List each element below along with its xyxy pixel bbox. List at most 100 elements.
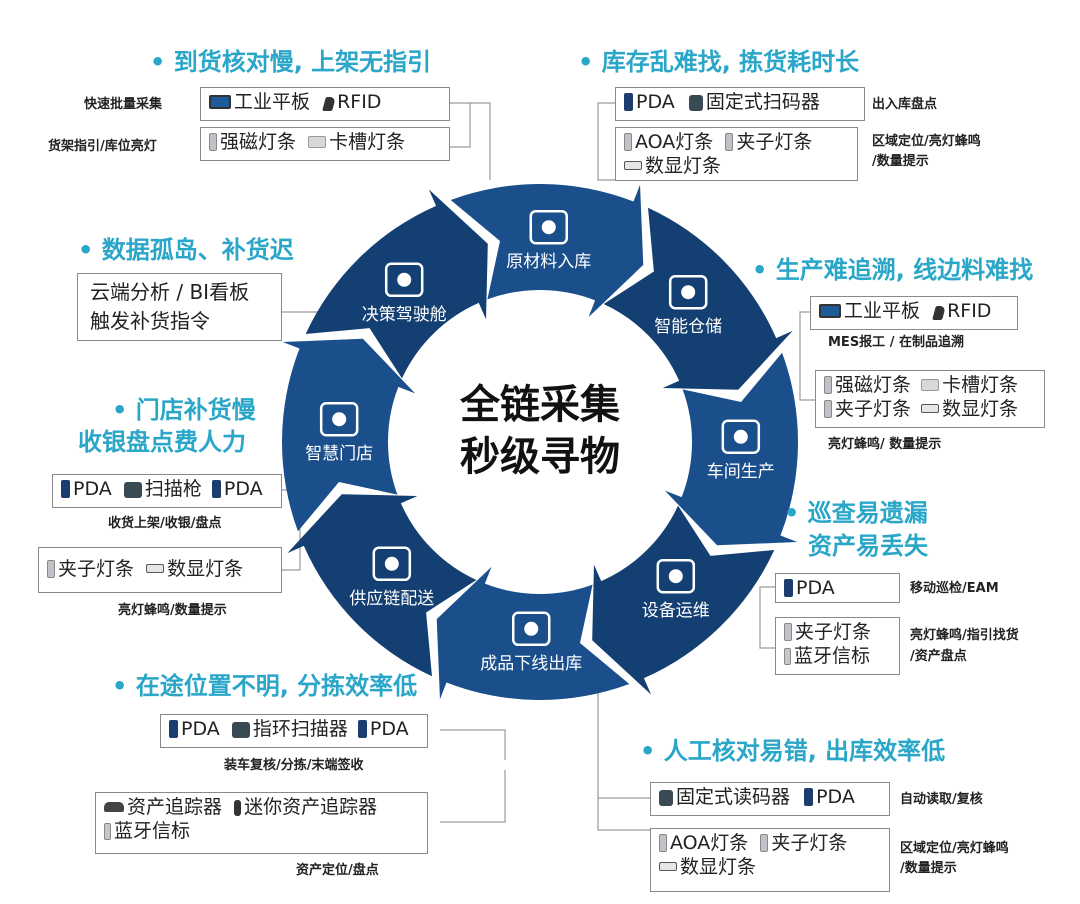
ring-segment-label: 设备运维 bbox=[642, 601, 710, 621]
pda-icon bbox=[624, 93, 633, 111]
device-box-production-1: 工业平板 RFID bbox=[810, 296, 1018, 330]
device-label: 迷你资产追踪器 bbox=[244, 796, 378, 818]
pda-icon bbox=[61, 480, 70, 498]
center-title-line1: 全链采集 bbox=[459, 382, 620, 428]
connector-mr bbox=[799, 311, 815, 401]
clip-light-bar-icon bbox=[824, 400, 832, 418]
device-label: PDA bbox=[181, 718, 220, 740]
bluetooth-beacon-icon bbox=[784, 648, 791, 665]
pda-icon bbox=[357, 720, 367, 738]
ring-segment bbox=[664, 352, 798, 546]
device-label: 蓝牙信标 bbox=[794, 645, 871, 667]
ring-segment bbox=[603, 207, 793, 390]
device-label: 扫描枪 bbox=[144, 478, 202, 500]
pda-icon bbox=[211, 480, 221, 498]
clip-light-bar-icon bbox=[47, 560, 55, 578]
mini-asset-tracker-icon bbox=[234, 800, 242, 816]
pain-title-production: • 生产难追溯, 线边料难找 bbox=[752, 256, 1034, 284]
function-label: 收货上架/收银/盘点 bbox=[108, 516, 222, 531]
function-label: 亮灯蜂鸣/数量提示 bbox=[118, 603, 227, 618]
analytics-line: 触发补货指令 bbox=[90, 309, 210, 333]
device-label: 夹子灯条 bbox=[795, 621, 872, 643]
ring-segment bbox=[592, 505, 775, 695]
function-label: 货架指引/库位亮灯 bbox=[48, 139, 157, 154]
digital-display-bar-icon bbox=[659, 862, 677, 871]
connector-bl-2 bbox=[440, 770, 506, 823]
pda-icon bbox=[169, 720, 178, 738]
clip-light-bar-icon bbox=[760, 834, 769, 852]
pda-icon bbox=[804, 788, 814, 806]
pain-title-outbound: • 人工核对易错, 出库效率低 bbox=[640, 737, 946, 765]
function-label: /资产盘点 bbox=[910, 649, 967, 664]
device-box-logistics-1: PDA 指环扫描器 PDA bbox=[160, 714, 428, 748]
device-box-inbound-2: 强磁灯条 卡槽灯条 bbox=[200, 127, 450, 161]
ring-segment-label: 车间生产 bbox=[707, 462, 775, 482]
function-label: 亮灯蜂鸣/指引找货 bbox=[910, 628, 1019, 643]
analytics-line: 云端分析 / BI看板 bbox=[90, 280, 250, 304]
device-label: 工业平板 bbox=[234, 91, 311, 113]
fixed-scanner-icon bbox=[688, 95, 703, 111]
pain-title-store-1: • 门店补货慢 bbox=[112, 396, 256, 424]
device-label: PDA bbox=[636, 91, 675, 113]
ring-segment-label: 决策驾驶舱 bbox=[362, 305, 447, 325]
ring-segment bbox=[305, 189, 488, 379]
factory-line-icon bbox=[721, 419, 761, 455]
device-label: PDA bbox=[73, 478, 112, 500]
device-label: 卡槽灯条 bbox=[942, 374, 1019, 396]
connector-bl bbox=[440, 729, 506, 760]
device-box-outbound-1: 固定式读码器 PDA bbox=[650, 782, 890, 816]
device-label: 夹子灯条 bbox=[771, 832, 848, 854]
slot-light-bar-icon bbox=[308, 136, 327, 148]
ring-segment-label: 成品下线出库 bbox=[480, 654, 582, 674]
pain-title-decision: • 数据孤岛、补货迟 bbox=[78, 236, 294, 264]
device-label: 夹子灯条 bbox=[736, 131, 813, 153]
globe-network-icon bbox=[319, 401, 359, 437]
function-label: 出入库盘点 bbox=[872, 97, 938, 112]
device-label: 固定式读码器 bbox=[676, 786, 791, 808]
atom-icon bbox=[656, 558, 696, 594]
connector-r2 bbox=[759, 586, 775, 649]
device-label: 资产追踪器 bbox=[127, 796, 223, 818]
device-box-maintenance-2: 夹子灯条 蓝牙信标 bbox=[775, 617, 900, 675]
device-box-storage-2: AOA灯条 夹子灯条 数显灯条 bbox=[615, 127, 858, 181]
ring-segment-label: 智慧门店 bbox=[305, 444, 373, 464]
slot-light-bar-icon bbox=[921, 379, 940, 391]
device-label: 强磁灯条 bbox=[220, 131, 297, 153]
device-label: AOA灯条 bbox=[635, 131, 714, 153]
globe-pin-icon bbox=[372, 546, 412, 582]
device-label: 固定式扫码器 bbox=[705, 91, 820, 113]
connector-tl bbox=[450, 102, 491, 180]
digital-display-bar-icon bbox=[921, 404, 940, 413]
device-label: PDA bbox=[223, 478, 263, 500]
magnetic-light-bar-icon bbox=[209, 133, 217, 151]
magnetic-light-bar-icon bbox=[824, 376, 832, 394]
function-label: 装车复核/分拣/末端签收 bbox=[224, 758, 364, 773]
truck-warehouse-icon bbox=[529, 209, 569, 245]
digital-display-bar-icon bbox=[624, 161, 642, 170]
center-title-line2: 秒级寻物 bbox=[460, 434, 620, 480]
connector-tr bbox=[597, 102, 615, 181]
fixed-reader-icon bbox=[659, 790, 673, 806]
pain-title-maintenance-2: 资产易丢失 bbox=[808, 532, 928, 560]
function-label: /数量提示 bbox=[900, 861, 957, 876]
pain-title-storage: • 库存乱难找, 拣货耗时长 bbox=[578, 48, 860, 76]
clip-light-bar-icon bbox=[725, 133, 734, 151]
conveyor-icon bbox=[511, 611, 551, 647]
digital-display-bar-icon bbox=[146, 564, 165, 573]
function-label: 区域定位/亮灯蜂鸣 bbox=[872, 134, 981, 149]
clip-light-bar-icon bbox=[784, 623, 792, 641]
device-box-production-2: 强磁灯条 卡槽灯条 夹子灯条 数显灯条 bbox=[815, 370, 1045, 428]
function-label: 资产定位/盘点 bbox=[296, 863, 379, 878]
device-label: 蓝牙信标 bbox=[114, 820, 191, 842]
device-label: 指环扫描器 bbox=[252, 718, 348, 740]
device-label: 夹子灯条 bbox=[835, 398, 912, 420]
device-label: RFID bbox=[337, 91, 382, 113]
function-label: 移动巡检/EAM bbox=[910, 581, 999, 596]
pain-title-logistics: • 在途位置不明, 分拣效率低 bbox=[112, 672, 418, 700]
device-label: 数显灯条 bbox=[680, 856, 757, 878]
chip-icon bbox=[668, 274, 708, 310]
device-box-store-1: PDA 扫描枪 PDA bbox=[52, 474, 282, 508]
rfid-reader-icon bbox=[932, 306, 946, 320]
